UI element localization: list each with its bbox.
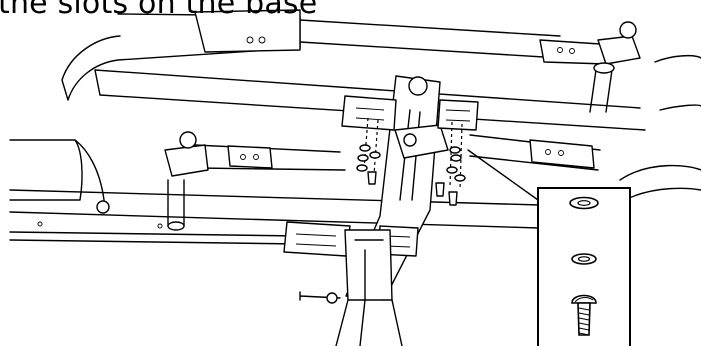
right-pivot <box>597 35 641 65</box>
button-head-bolt-icon <box>571 294 597 336</box>
washer <box>446 166 458 174</box>
bracket-hole <box>246 36 254 44</box>
washer <box>369 151 381 159</box>
cushion-bolt <box>96 200 110 214</box>
wheel-arc <box>619 164 701 201</box>
rail-hole <box>37 221 43 227</box>
bolt <box>435 182 445 197</box>
foot-nut <box>326 292 338 304</box>
mast-pin <box>403 133 417 147</box>
cross-tube-end <box>94 69 101 96</box>
cross-tube-top <box>94 69 641 109</box>
slot <box>355 107 385 121</box>
left-pivot <box>164 144 209 177</box>
mast-top-cap <box>408 76 428 96</box>
left-cushion-fold <box>74 139 105 201</box>
bolt <box>448 191 458 206</box>
slot <box>445 109 471 122</box>
left-knob <box>179 131 197 149</box>
clamp-hole <box>253 154 259 160</box>
clamp-hole <box>557 47 563 53</box>
lower-leg <box>335 299 403 346</box>
washer <box>449 146 461 154</box>
left-post <box>167 179 185 227</box>
rail-hole <box>157 223 163 229</box>
instruction-caption: the slots on the base <box>0 0 318 21</box>
washer <box>359 144 371 152</box>
upper-rail-tube <box>299 19 561 59</box>
left-post-end <box>167 221 185 231</box>
leader-line <box>467 149 539 201</box>
mast-bracket <box>394 124 449 159</box>
right-clamp <box>539 39 607 65</box>
pivot-knob <box>619 21 637 39</box>
lower-rail-2 <box>9 231 301 245</box>
clamp-hole <box>240 154 246 160</box>
right-arm-clamp <box>529 139 595 169</box>
post-cap <box>593 62 615 74</box>
detail-inset <box>537 187 631 346</box>
left-clamp <box>227 145 273 169</box>
plate-upper-right <box>437 99 479 131</box>
fastener-detail <box>569 196 599 336</box>
upper-bracket <box>194 9 301 53</box>
slot <box>295 233 337 247</box>
washer <box>356 164 368 172</box>
lower-box-face <box>354 239 384 301</box>
bolt <box>367 171 377 185</box>
plate-lower-left <box>283 221 351 257</box>
plate-upper-left <box>341 95 397 131</box>
right-pad <box>654 54 701 111</box>
washer <box>450 154 462 162</box>
lower-rail-1 <box>9 189 541 229</box>
clamp-hole <box>545 149 551 155</box>
guide-line <box>449 121 453 187</box>
upper-curved-rail <box>61 35 301 101</box>
clamp-hole <box>569 48 575 54</box>
bracket-hole <box>258 36 266 44</box>
washer <box>454 174 466 182</box>
clamp-hole <box>558 150 564 156</box>
washer <box>357 154 369 162</box>
